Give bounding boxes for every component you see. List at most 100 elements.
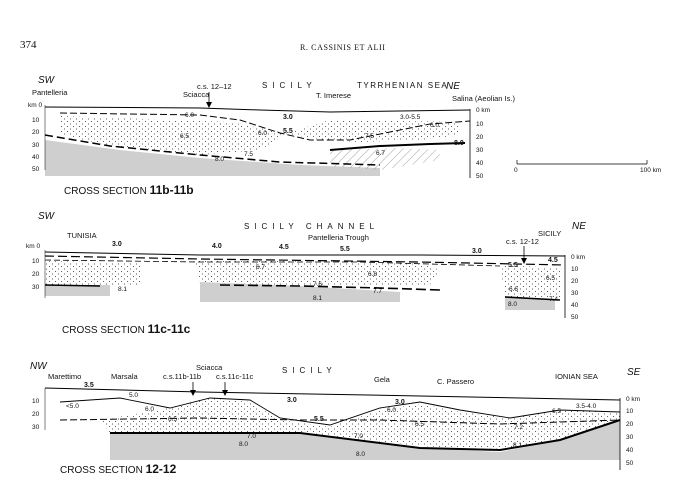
s1-right-tick: 30 [476,147,484,154]
s2-mantle-fill-mid [200,282,400,302]
s3-cs-arrow-a-head [190,390,196,396]
s2-left-direction: SW [38,211,55,222]
s2-velocity: 4.5 [548,257,558,264]
s3-velocity: 6.0 [387,407,397,414]
s3-region2: IONIAN SEA [555,372,598,381]
s3-cs-marker-a: c.s.11b-11b [163,372,202,381]
s2-crust-fill-right [500,265,560,297]
s1-velocity: 6.7 [376,150,386,157]
s3-right-tick: 10 [626,408,634,415]
s3-moho [110,419,621,452]
s2-crust-fill-left [45,261,140,285]
s1-region2: TYRRHENIAN SEA [357,81,449,90]
s2-right-direction: NE [572,221,586,232]
s2-velocity: 8.1 [313,295,323,302]
s1-velocity: 6.0 [430,122,440,129]
s2-depth-tick: 10 [32,258,40,265]
s1-depth-tick: 10 [32,117,40,124]
s2-mantle-fill-left [45,285,110,296]
s1-right-tick: 0 km [476,107,491,114]
s2-velocity: 6.6 [509,286,519,293]
s3-region: SICILY [282,366,337,375]
s3-surface-line [44,387,621,401]
s2-right-tick: 40 [571,302,579,309]
s2-velocity: 8.1 [118,286,128,293]
s1-velocity: 3.0-5.5 [400,114,421,121]
s3-right-direction: SE [627,367,641,378]
s2-dash-b [44,259,501,267]
s3-cs-marker-b: c.s.11c-11c [216,372,254,381]
s1-surface-line [44,106,471,113]
s3-crust-fill [100,398,620,450]
s2-velocity: 6.5 [546,275,556,282]
s2-crust-fill-mid [195,260,440,286]
s3-place-c: Gela [374,375,390,384]
s1-depth-tick: 50 [32,166,40,173]
s2-region2: SICILY [538,229,562,238]
s2-velocity: 4.0 [212,243,222,250]
s1-depth-tick: 40 [32,154,40,161]
s2-right-tick: 50 [571,314,579,321]
s1-velocity: 6.0 [258,130,268,137]
s3-velocity: 6.5 [552,408,562,415]
s1-velocity: 6.5 [180,133,190,140]
s3-velocity: <5.0 [66,403,79,410]
s1-caption: CROSS SECTION 11b-11b [64,183,194,197]
s3-velocity: 8.0 [356,451,366,458]
s2-velocity: 3.0 [112,241,122,248]
s1-basin-top [59,112,471,141]
s1-place-a: Sciacca [183,90,210,99]
s3-basement-top [59,397,621,426]
s2-right-tick: 20 [571,278,579,285]
s2-place-a: Pantelleria Trough [308,233,369,242]
s3-velocity: 6.5 [168,416,178,423]
s3-right-tick: 50 [626,460,634,467]
s1-velocity: 5.5 [283,128,293,135]
s3-velocity: 7.0 [247,433,257,440]
s1-depth-tick: 20 [32,129,40,136]
s3-velocity: 5.5 [314,416,324,423]
s3-place-d: C. Passero [437,377,475,386]
scale-bar-start: 0 [514,167,518,174]
s1-cs-marker: c.s. 12–12 [197,82,232,91]
s3-right-tick: 20 [626,421,634,428]
s2-right-tick: 0 km [571,254,586,261]
s3-velocity: 6.0 [145,406,155,413]
s1-velocity: 6.0 [185,112,195,119]
s2-dash-a [44,255,566,266]
s2-velocity: 3.0 [472,248,482,255]
s3-depth-tick: 10 [32,398,40,405]
s2-velocity: 5.5 [508,262,518,269]
s3-place-b: Sciacca [196,363,223,372]
s2-depth-tick: 20 [32,271,40,278]
s3-velocity: 6.5 [415,421,425,428]
s3-velocity: 5.0 [129,392,139,399]
s1-velocity: 7.5 [365,133,375,140]
s2-velocity: 8.0 [508,301,518,308]
s1-right-tick: 50 [476,173,484,180]
s2-velocity: 7.7 [373,288,383,295]
s1-moho-line [44,134,381,166]
s3-depth-tick: 20 [32,411,40,418]
s2-velocity: 7.4 [549,296,559,303]
s2-caption: CROSS SECTION 11c-11c [62,322,191,336]
s1-region: SICILY [262,81,317,90]
s1-velocity: 8.0 [454,140,464,147]
s1-velocity: 7.5 [244,151,254,158]
running-head: R. CASSINIS ET ALII [300,43,386,52]
s1-mantle-fill [45,140,380,176]
s3-mantle-fill [110,420,620,460]
s2-velocity: 6.8 [368,271,378,278]
s3-right-tick: 30 [626,434,634,441]
s1-depth-tick: 30 [32,142,40,149]
s1-place-b: T. Imerese [316,91,352,100]
s3-caption: CROSS SECTION 12-12 [60,462,177,476]
s3-cs-arrow-b-head [222,390,228,396]
s2-right-tick: 30 [571,290,579,297]
s1-velocity: 8.0 [215,156,225,163]
s2-cs-arrow-head [521,258,527,264]
s2-velocity: 7.6 [313,281,323,288]
section-11c-geometry [44,246,566,318]
s3-place-a: Marsala [111,372,138,381]
s1-right-tick: 10 [476,121,484,128]
